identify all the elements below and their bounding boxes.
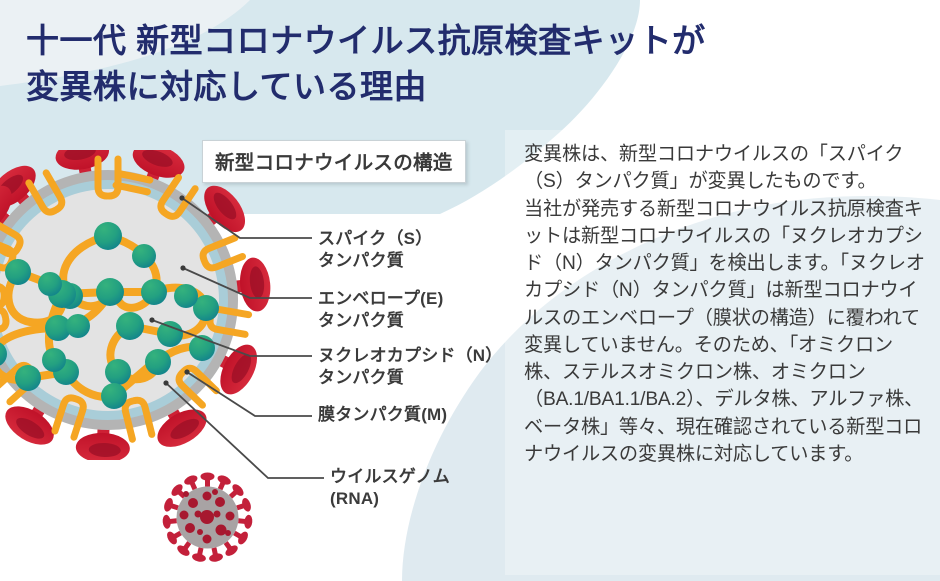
background-tint-corner (0, 0, 250, 86)
leader-line-envelope (182, 267, 312, 299)
background-text-wash (505, 130, 940, 575)
label-spike-protein: スパイク（S） タンパク質 (318, 229, 433, 270)
label-viral-genome: ウイルスゲノム (RNA) (330, 467, 450, 508)
body-paragraph-2: 当社が発売する新型コロナウイルス抗原検査キットは新型コロナウイルスの「ヌクレオカ… (524, 198, 925, 465)
page-title: 十一代 新型コロナウイルス抗原検査キットが 変異株に対応している理由 (26, 22, 706, 105)
body-text-block: 変異株は、新型コロナウイルスの「スパイク（S）タンパク質」が変異したものです。 … (524, 141, 926, 468)
label-nucleocapsid-protein: ヌクレオカプシド（N） タンパク質 (318, 346, 503, 387)
whole-virus-icon (160, 470, 255, 565)
background-blob-bottom-right (402, 196, 940, 581)
leader-line-genome (165, 382, 324, 479)
small-virus-spots (179, 489, 235, 544)
label-envelope-protein: エンベロープ(E) タンパク質 (318, 289, 444, 330)
envelope-protein-icon (112, 169, 154, 196)
small-virus-spikes (162, 472, 253, 562)
leader-line-spike (181, 197, 312, 239)
body-paragraph-1: 変異株は、新型コロナウイルスの「スパイク（S）タンパク質」が変異したものです。 (524, 144, 904, 193)
label-membrane-protein: 膜タンパク質(M) (318, 405, 448, 424)
leader-line-nucleocapsid (151, 319, 312, 357)
leader-line-dots (149, 195, 190, 386)
virus-cross-section-icon (0, 150, 288, 460)
leader-line-membrane (186, 371, 312, 417)
structure-caption-box: 新型コロナウイルスの構造 (202, 140, 466, 183)
